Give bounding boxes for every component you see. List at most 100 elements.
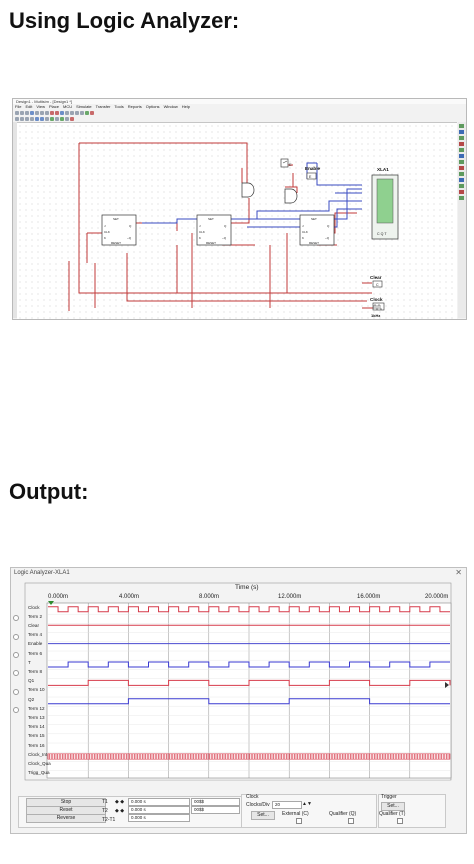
channel-label-term-15: Term 15	[28, 733, 45, 739]
channel-toggle-icon[interactable]	[13, 633, 19, 640]
component-basic-icon[interactable]	[20, 117, 24, 121]
waveform-area[interactable]	[11, 568, 466, 788]
channel-toggle-icon[interactable]	[13, 688, 19, 695]
simulate-stop-icon[interactable]	[70, 117, 74, 121]
channel-label-term-6: Term 6	[28, 650, 43, 656]
analyzer-window-title: Logic Analyzer-XLA1	[14, 570, 70, 576]
svg-text:RESET: RESET	[206, 241, 216, 245]
iv-analyzer-icon[interactable]	[459, 172, 464, 176]
menu-place[interactable]: Place	[48, 104, 59, 109]
wattmeter-icon[interactable]	[459, 136, 464, 140]
open-icon[interactable]	[20, 111, 24, 115]
logic-analyzer-icon[interactable]	[459, 160, 464, 164]
t2-t1-time-value: 0.000 s	[128, 814, 190, 822]
probe-icon[interactable]	[459, 196, 464, 200]
wire-q2	[256, 200, 362, 219]
multisim-window: Design1 - Multisim - [Design1 *] File Ed…	[12, 98, 467, 320]
logic-analyzer-screen	[376, 178, 394, 224]
simulate-pause-icon[interactable]	[65, 117, 69, 121]
channel-label-t: T	[28, 659, 31, 665]
heading-output: Output:	[9, 479, 89, 504]
menu-file[interactable]: File	[15, 104, 22, 109]
trigger-set-button[interactable]: Set...	[381, 802, 405, 811]
menu-transfer[interactable]: Transfer	[95, 104, 111, 109]
menu-window[interactable]: Window	[163, 104, 178, 109]
component-source-icon[interactable]	[15, 117, 19, 121]
menu-options[interactable]: Options	[145, 104, 160, 109]
oscilloscope-icon[interactable]	[459, 142, 464, 146]
multimeter-icon[interactable]	[459, 124, 464, 128]
menu-edit[interactable]: Edit	[25, 104, 33, 109]
clock-source-symbol	[372, 302, 385, 311]
function-generator-icon[interactable]	[459, 130, 464, 134]
copy-icon[interactable]	[40, 111, 44, 115]
print-icon[interactable]	[30, 111, 34, 115]
waveform-q1	[48, 679, 451, 686]
zoom-out-icon[interactable]	[70, 111, 74, 115]
clock-section-label: Clock	[246, 794, 259, 800]
reverse-button[interactable]: Reverse	[26, 814, 106, 823]
component-cmos-icon[interactable]	[45, 117, 49, 121]
undo-icon[interactable]	[50, 111, 54, 115]
schematic-canvas[interactable]: E Enable E SET J CLK K Q ~Q RESET SET J	[17, 122, 457, 319]
zoom-area-icon[interactable]	[75, 111, 79, 115]
distortion-analyzer-icon[interactable]	[459, 178, 464, 182]
run-icon[interactable]	[85, 111, 89, 115]
clock-set-button[interactable]: Set...	[251, 811, 275, 820]
enable-key-box-label: E	[309, 175, 312, 179]
menu-help[interactable]: Help	[181, 104, 191, 109]
channel-toggle-icon[interactable]	[13, 707, 19, 714]
new-icon[interactable]	[15, 111, 19, 115]
network-analyzer-icon[interactable]	[459, 190, 464, 194]
t2-arrows-icon[interactable]: ◆ ◆	[115, 808, 125, 814]
wire-top-loop	[79, 142, 248, 183]
waveform-clock	[48, 606, 450, 613]
fullscreen-icon[interactable]	[60, 111, 64, 115]
and-gate-2	[284, 188, 298, 204]
word-generator-icon[interactable]	[459, 154, 464, 158]
enable-label: Enable	[305, 166, 321, 171]
trigger-qualifier-checkbox[interactable]	[397, 818, 403, 824]
component-ttl-icon[interactable]	[40, 117, 44, 121]
channel-toggle-icon[interactable]	[13, 670, 19, 677]
component-transistor-icon[interactable]	[30, 117, 34, 121]
component-diode-icon[interactable]	[25, 117, 29, 121]
menu-view[interactable]: View	[36, 104, 45, 109]
bode-plotter-icon[interactable]	[459, 148, 464, 152]
channel-toggle-icon[interactable]	[13, 615, 19, 622]
svg-text:J: J	[302, 224, 304, 228]
clock-label: Clock	[370, 297, 383, 302]
component-misc-icon[interactable]	[55, 117, 59, 121]
clocks-div-input[interactable]: 20	[272, 801, 302, 809]
menu-reports[interactable]: Reports	[127, 104, 142, 109]
channel-label-trigg-qua: Trigg_Qua	[28, 770, 50, 776]
component-indicator-icon[interactable]	[50, 117, 54, 121]
zoom-in-icon[interactable]	[65, 111, 69, 115]
clock-qualifier-checkbox[interactable]	[348, 818, 354, 824]
close-icon[interactable]: ✕	[455, 568, 462, 577]
clocks-div-spinner-icon[interactable]: ▲▼	[302, 801, 312, 807]
menu-tools[interactable]: Tools	[114, 104, 124, 109]
design-toolbox-edge	[13, 122, 17, 318]
menu-simulate[interactable]: Simulate	[76, 104, 92, 109]
logic-analyzer-window: Logic Analyzer-XLA1 ✕ Time (s) 0.000m 4.…	[10, 567, 467, 834]
paste-icon[interactable]	[45, 111, 49, 115]
zoom-fit-icon[interactable]	[80, 111, 84, 115]
component-analog-icon[interactable]	[35, 117, 39, 121]
toolbar-row-2	[13, 116, 466, 122]
simulate-play-icon[interactable]	[60, 117, 64, 121]
menu-mcu[interactable]: MCU	[62, 104, 73, 109]
waveform-grid	[48, 603, 450, 781]
t2-label: T2	[102, 808, 108, 814]
channel-toggle-icon[interactable]	[13, 652, 19, 658]
spectrum-analyzer-icon[interactable]	[459, 184, 464, 188]
save-icon[interactable]	[25, 111, 29, 115]
t1-hex-value: 00$$	[191, 798, 240, 806]
logic-converter-icon[interactable]	[459, 166, 464, 170]
external-clock-checkbox[interactable]	[296, 818, 302, 824]
redo-icon[interactable]	[55, 111, 59, 115]
t1-arrows-icon[interactable]: ◆ ◆	[115, 799, 125, 805]
stop-icon[interactable]	[90, 111, 94, 115]
cut-icon[interactable]	[35, 111, 39, 115]
jk-flipflop-1: SET J CLK K Q ~Q RESET	[101, 214, 137, 246]
